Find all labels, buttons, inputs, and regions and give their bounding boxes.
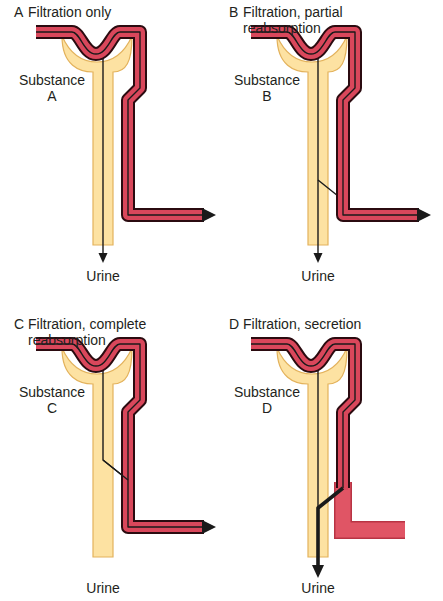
panel-d	[251, 344, 405, 578]
panel-letter: A	[14, 4, 28, 20]
substance-label: Substance D	[229, 384, 305, 416]
arrowhead	[417, 208, 431, 222]
panel-letter: D	[229, 316, 243, 332]
vessel-band	[343, 482, 405, 530]
panel-heading: Filtration, partial reabsorption	[243, 4, 383, 36]
urine-label: Urine	[293, 580, 343, 596]
substance-label: Substance B	[229, 72, 305, 104]
substance-label: Substance A	[14, 72, 90, 104]
panel-b	[251, 32, 431, 263]
panel-letter: B	[229, 4, 243, 20]
filtration-line	[102, 50, 103, 255]
arrowhead	[202, 520, 216, 534]
reabsorption-line	[103, 460, 128, 480]
filtration-line	[317, 362, 318, 510]
arrowhead	[314, 253, 323, 263]
panel-heading: Filtration only	[28, 4, 158, 20]
panel-heading: Filtration, secretion	[243, 316, 418, 332]
flow-line	[36, 344, 204, 527]
vessel-band-outline	[343, 482, 405, 530]
panel-heading: Filtration, complete reabsorption	[28, 316, 168, 348]
vessel-outline	[36, 344, 204, 527]
flow-line	[36, 32, 204, 215]
urine-label: Urine	[78, 580, 128, 596]
urine-label: Urine	[293, 268, 343, 284]
blood-vessel	[36, 32, 204, 215]
urine-label: Urine	[78, 268, 128, 284]
flow-line	[251, 344, 355, 488]
blood-vessel	[251, 32, 419, 215]
arrowhead	[99, 253, 108, 263]
panel-letter: C	[14, 316, 28, 332]
panel-a	[36, 32, 216, 263]
arrowhead	[202, 208, 216, 222]
substance-label: Substance C	[14, 384, 90, 416]
secretion-line	[318, 488, 343, 568]
arrowhead	[312, 565, 324, 578]
flow-line	[251, 32, 419, 215]
filtration-line	[317, 50, 318, 255]
vessel-outline	[36, 32, 204, 215]
vessel-outline	[251, 32, 419, 215]
blood-vessel	[251, 344, 355, 490]
blood-vessel	[36, 344, 204, 527]
panel-c	[36, 344, 216, 557]
